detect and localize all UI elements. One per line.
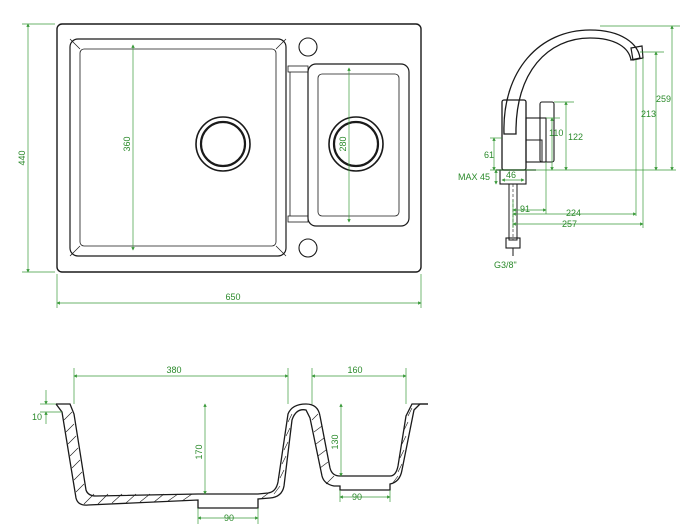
sink-cross-section: 380 160 10 170 130 90 90: [32, 365, 428, 524]
dim-90-small-label: 90: [352, 492, 362, 502]
dim-280-label: 280: [338, 136, 348, 151]
main-bowl: [69, 38, 287, 257]
faucet-side-view: 259 213 122 110 61 MAX 45 46 91 224 257: [458, 25, 680, 270]
dim-170-label: 170: [194, 444, 204, 459]
dim-61-label: 61: [484, 150, 494, 160]
section-hatching: [63, 407, 413, 505]
dim-360-label: 360: [122, 136, 132, 151]
dim-10-label: 10: [32, 412, 42, 422]
tap-hole-bottom: [298, 238, 318, 258]
dim-122-label: 122: [568, 132, 583, 142]
dim-90-main-label: 90: [224, 513, 234, 523]
dim-160-label: 160: [347, 365, 362, 375]
dim-46-label: 46: [506, 170, 516, 180]
dim-257-label: 257: [562, 219, 577, 229]
dim-224-label: 224: [566, 208, 581, 218]
dim-440-label: 440: [17, 150, 27, 165]
tap-hole-top: [298, 37, 318, 57]
dim-max45-label: MAX 45: [458, 172, 490, 182]
dim-380-label: 380: [166, 365, 181, 375]
main-drain: [195, 116, 251, 172]
sink-outline: [56, 23, 422, 273]
small-bowl: [307, 63, 410, 227]
dim-91-label: 91: [520, 204, 530, 214]
thread-label: G3/8": [494, 260, 517, 270]
section-outer-profile: [55, 403, 428, 509]
dim-213-label: 213: [641, 109, 656, 119]
sink-top-view: 360 280 440 650: [17, 23, 422, 308]
dim-130-label: 130: [330, 434, 340, 449]
dim-259-label: 259: [656, 94, 671, 104]
small-drain: [328, 116, 384, 172]
section-inner-profile: [56, 403, 428, 497]
dim-110-label: 110: [549, 128, 563, 138]
faucet-spout: [503, 29, 641, 135]
dim-650-label: 650: [225, 292, 240, 302]
